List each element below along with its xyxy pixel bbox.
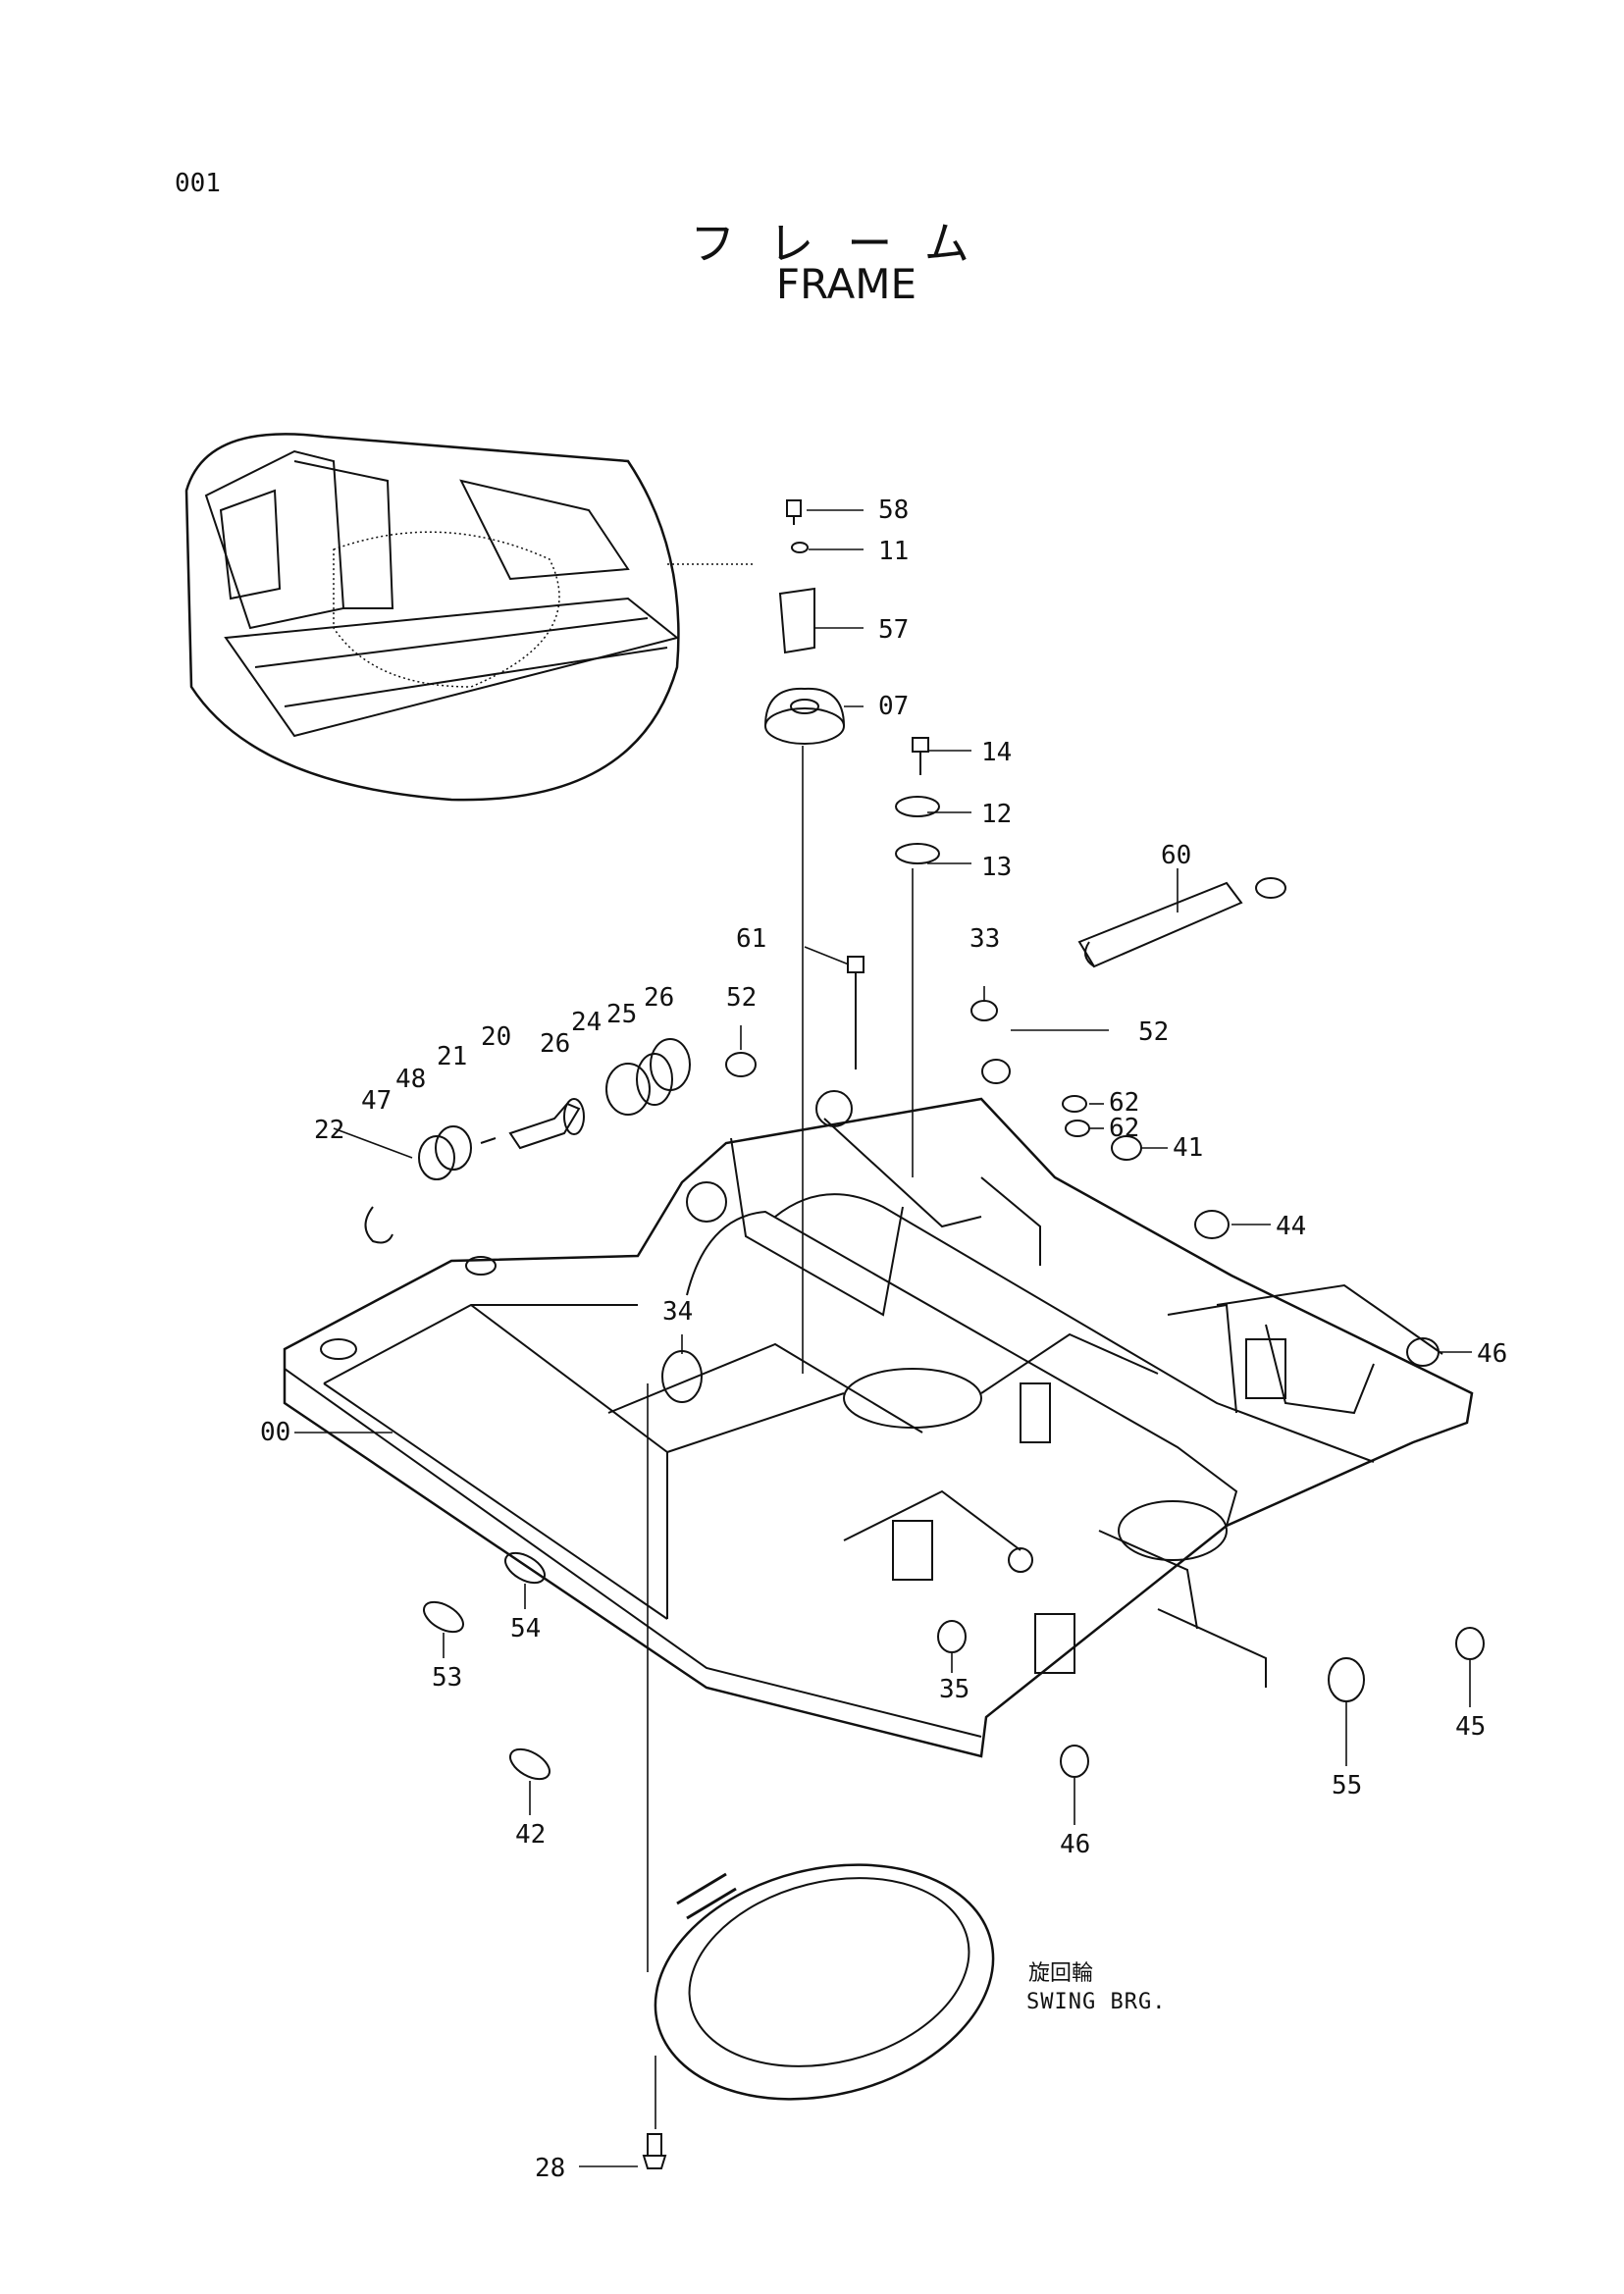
swing-bearing [654,1863,995,2101]
callout-57: 57 [878,615,909,645]
callout-07: 07 [878,692,909,721]
page-title: FRAME [775,260,917,308]
callout-62-a: 62 [1109,1088,1139,1118]
callout-26-top: 26 [644,983,674,1013]
callout-41: 41 [1173,1133,1203,1163]
callout-00: 00 [260,1418,290,1447]
page-title-japanese: フレーム [690,217,1003,270]
upper-frame [283,1090,1474,1758]
callout-48: 48 [395,1065,426,1094]
swing-bearing-label: SWING BRG. [1026,1990,1167,2014]
callout-labels: 58 11 57 07 14 12 13 60 61 33 52 52 62 6… [260,495,1507,2183]
leader-lines [294,509,1472,2167]
callout-13: 13 [981,853,1012,882]
callout-35: 35 [939,1675,969,1704]
callout-46-right: 46 [1477,1339,1507,1369]
callout-55: 55 [1332,1771,1362,1800]
callout-52-right: 52 [1138,1017,1169,1047]
callout-12: 12 [981,800,1012,829]
callout-60: 60 [1161,841,1191,870]
machine-overview-inset [184,433,756,802]
callout-22: 22 [314,1116,344,1145]
callout-14: 14 [981,738,1012,767]
callout-28: 28 [535,2154,565,2183]
callout-62-b: 62 [1109,1114,1139,1143]
callout-26-lower: 26 [540,1029,570,1059]
page-number: 001 [175,169,221,198]
callout-52-left: 52 [726,983,757,1013]
callout-46-bottom: 46 [1060,1830,1090,1859]
callout-25: 25 [606,1000,637,1029]
callout-11: 11 [878,537,909,566]
callout-58: 58 [878,495,909,525]
callout-47: 47 [361,1086,392,1116]
callout-45: 45 [1455,1712,1486,1742]
callout-24: 24 [571,1008,602,1037]
callout-33: 33 [969,924,1000,954]
callout-21: 21 [437,1042,467,1071]
callout-42: 42 [515,1820,546,1850]
callout-61: 61 [736,924,766,954]
parts [364,499,1485,2169]
callout-44: 44 [1276,1212,1306,1241]
callout-34: 34 [662,1297,693,1327]
callout-54: 54 [510,1614,541,1643]
swing-bearing-label-japanese: 旋回輪 [1028,1961,1094,1986]
callout-53: 53 [432,1663,462,1693]
callout-20: 20 [481,1022,511,1052]
